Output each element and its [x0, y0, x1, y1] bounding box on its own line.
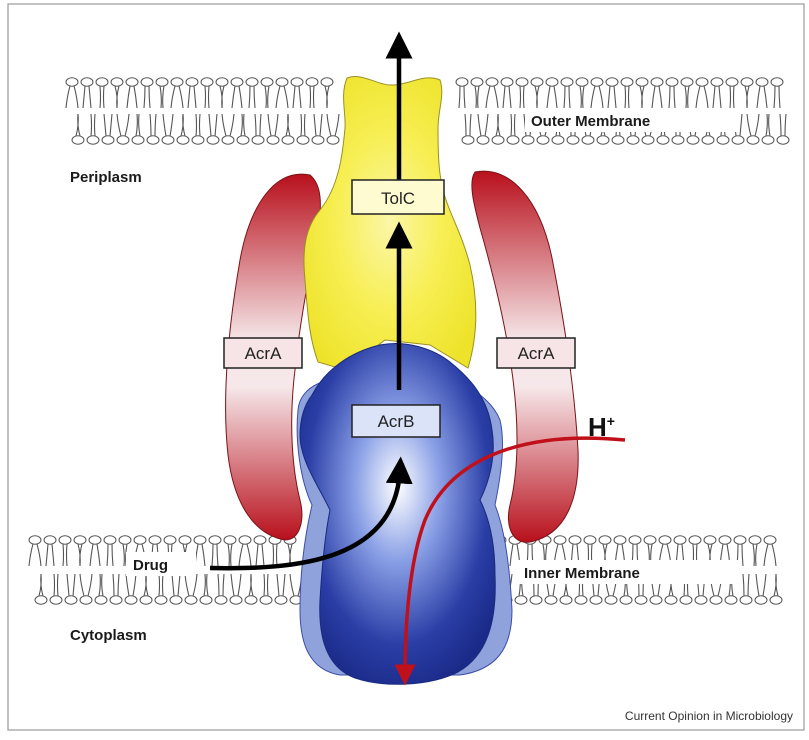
drug-label: Drug: [133, 557, 168, 574]
acra-left-label: AcrA: [245, 344, 283, 363]
acra-right-label: AcrA: [518, 344, 556, 363]
tolc-label-box: TolC: [352, 180, 444, 214]
acrb-label: AcrB: [378, 412, 415, 431]
tolc-label: TolC: [381, 189, 415, 208]
cytoplasm-label: Cytoplasm: [70, 627, 147, 644]
journal-credit: Current Opinion in Microbiology: [625, 709, 793, 723]
outer-membrane-label: Outer Membrane: [531, 113, 650, 130]
inner-membrane-label: Inner Membrane: [524, 565, 640, 582]
acra-left-label-box: AcrA: [224, 338, 302, 368]
periplasm-label: Periplasm: [70, 169, 142, 186]
acrb-label-box: AcrB: [352, 405, 440, 437]
acra-right-label-box: AcrA: [497, 338, 575, 368]
acrb-protein: [300, 344, 495, 685]
